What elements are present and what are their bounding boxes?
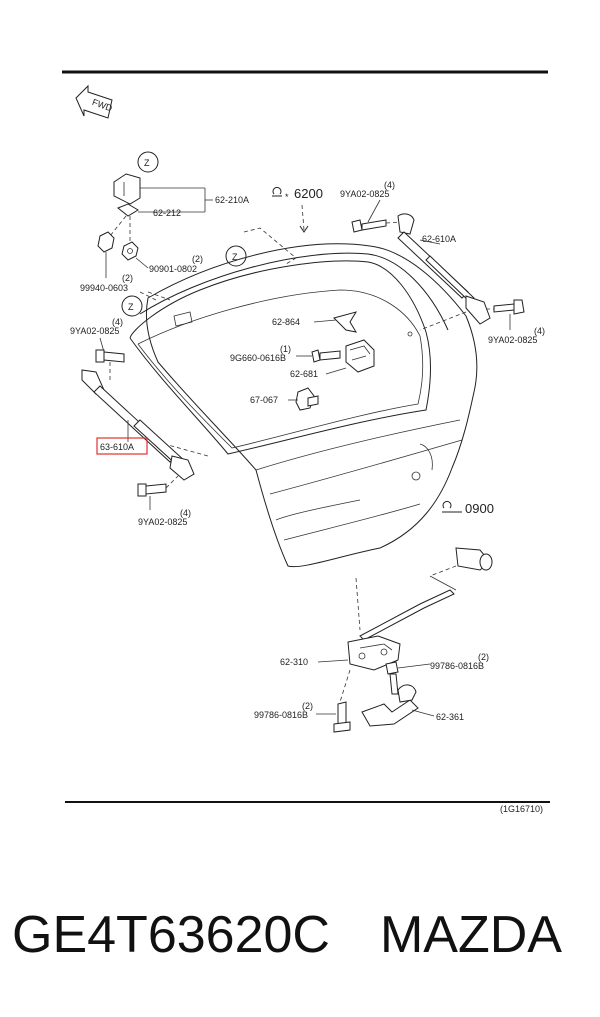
bolt-upper-left	[95, 349, 125, 363]
parts-diagram: (1G16710) FWD 6200 * 0900 Z Z Z 62-210A …	[62, 70, 550, 814]
label-62-210a: 62-210A	[215, 195, 249, 205]
bolt-99786-left	[333, 701, 351, 733]
z-marker-left: Z	[121, 295, 143, 317]
hinge-bracket	[113, 173, 141, 217]
section-6200-label: 6200	[294, 186, 323, 201]
label-99940-0603: 99940-0603	[80, 283, 128, 293]
screw-9g660	[311, 349, 341, 363]
qty-90901: (2)	[192, 254, 203, 264]
z-marker-top: Z	[137, 151, 159, 173]
label-99786-0816b-a: 99786-0816B	[430, 661, 484, 671]
label-9ya02-0825-d: 9YA02-0825	[138, 517, 187, 527]
svg-text:Z: Z	[232, 252, 238, 262]
striker-62-361	[361, 684, 419, 727]
caption-brand: MAZDA	[379, 906, 562, 964]
label-62-310: 62-310	[280, 657, 308, 667]
bolt-lower-right	[493, 299, 525, 315]
qty-9ya02-a: (4)	[112, 317, 123, 327]
gas-strut-right	[397, 213, 491, 325]
svg-text:Z: Z	[144, 158, 150, 168]
ref-code: (1G16710)	[500, 804, 543, 814]
lock-cylinder	[455, 547, 493, 571]
label-9g660-0616b: 9G660-0616B	[230, 353, 286, 363]
label-9ya02-0825-c: 9YA02-0825	[488, 335, 537, 345]
section-6200-icon	[272, 186, 282, 197]
nut-99940	[97, 231, 115, 253]
section-0900-icon	[442, 500, 462, 513]
label-62-212: 62-212	[153, 208, 181, 218]
label-62-361: 62-361	[436, 712, 464, 722]
bolt-upper-right	[351, 219, 387, 233]
label-90901-0802: 90901-0802	[149, 264, 197, 274]
label-62-864: 62-864	[272, 317, 300, 327]
qty-9ya02-b: (4)	[384, 180, 395, 190]
liftgate-panel	[129, 243, 478, 568]
z-marker-middle: Z	[225, 245, 247, 267]
label-62-681: 62-681	[290, 369, 318, 379]
bolt-lower-left	[137, 483, 167, 497]
caption-part-number: GE4T63620C	[12, 906, 330, 964]
nut-90901	[121, 241, 139, 261]
label-99786-0816b-b: 99786-0816B	[254, 710, 308, 720]
qty-99940: (2)	[122, 273, 133, 283]
label-63-610a: 63-610A	[100, 442, 134, 452]
bracket-62-864	[333, 311, 358, 333]
bolt-99786-right	[385, 661, 399, 695]
gas-strut-left	[81, 369, 195, 481]
label-67-067: 67-067	[250, 395, 278, 405]
caption: GE4T63620C MAZDA	[12, 905, 592, 965]
qty-9ya02-d: (4)	[180, 508, 191, 518]
qty-99786-a: (2)	[478, 652, 489, 662]
latch-62-310	[347, 635, 401, 671]
label-62-610a: 62-610A	[422, 234, 456, 244]
qty-9ya02-c: (4)	[534, 326, 545, 336]
label-9ya02-0825-b: 9YA02-0825	[340, 189, 389, 199]
clip-67-067	[295, 387, 319, 411]
svg-text:Z: Z	[128, 302, 134, 312]
label-9ya02-0825-a: 9YA02-0825	[70, 326, 119, 336]
qty-9g660: (1)	[280, 344, 291, 354]
highlight-box-63-610a	[96, 437, 148, 455]
qty-99786-b: (2)	[302, 701, 313, 711]
star-mark: *	[285, 192, 289, 202]
section-0900-label: 0900	[465, 501, 494, 516]
lock-actuator-62-681	[345, 339, 375, 373]
fwd-arrow-icon: FWD	[75, 84, 114, 119]
